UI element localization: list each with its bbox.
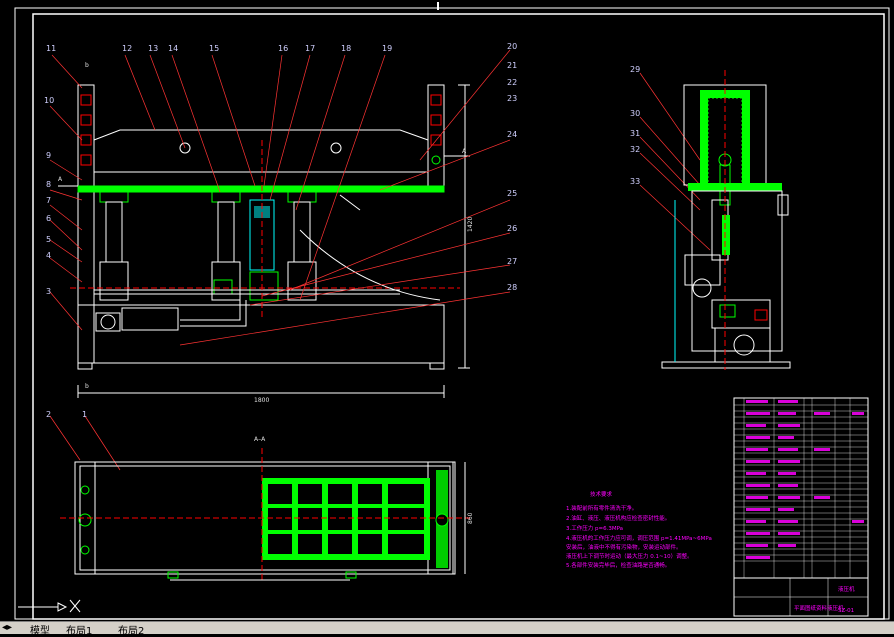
note-line-6: 液压机上下调节时运动（最大压力 0.1~10）调整。 xyxy=(566,552,693,560)
title-block-company: 平面图纸资料液压机 xyxy=(794,604,844,612)
title-block-code: SZ-01 xyxy=(838,608,854,614)
callout-14: 14 xyxy=(168,44,178,53)
section-mark-left: A xyxy=(58,176,63,183)
callout-8: 8 xyxy=(46,180,51,189)
callout-13: 13 xyxy=(148,44,158,53)
callout-31: 31 xyxy=(630,129,640,138)
note-line-1: 1.装配前所有零件清洗干净。 xyxy=(566,504,637,512)
inner-frame xyxy=(32,13,885,620)
callout-19: 19 xyxy=(382,44,392,53)
section-mark-right: A xyxy=(462,148,467,155)
front-view xyxy=(58,84,470,398)
callout-12: 12 xyxy=(122,44,132,53)
tab-layout-2[interactable]: 布局2 xyxy=(118,626,145,637)
callout-21: 21 xyxy=(507,61,517,70)
parts-list-table: 液压机 平面图纸资料液压机 SZ-01 xyxy=(733,397,869,617)
note-line-5: 安装后，油液中不得有污染物，安装运动部件。 xyxy=(566,543,682,551)
view-mark-b-bottom: b xyxy=(85,383,89,390)
outer-frame xyxy=(14,7,890,620)
callout-11: 11 xyxy=(46,44,56,53)
note-line-3: 3.工作压力 p=6.3MPa xyxy=(566,524,623,532)
callout-33: 33 xyxy=(630,177,640,186)
callout-15: 15 xyxy=(209,44,219,53)
callout-32: 32 xyxy=(630,145,640,154)
callout-29: 29 xyxy=(630,65,640,74)
ucs-icon xyxy=(18,599,81,613)
callout-4: 4 xyxy=(46,251,51,260)
callout-24: 24 xyxy=(507,130,517,139)
callout-16: 16 xyxy=(278,44,288,53)
plan-view xyxy=(60,448,470,581)
section-label: A–A xyxy=(254,436,266,443)
note-line-2: 2.油缸、液压、液压机构应检查密封性能。 xyxy=(566,514,670,522)
callout-28: 28 xyxy=(507,283,517,292)
callout-17: 17 xyxy=(305,44,315,53)
callout-7: 7 xyxy=(46,196,51,205)
callout-23: 23 xyxy=(507,94,517,103)
layout-tabs-bar: ◂▸ 模型 布局1 布局2 xyxy=(0,621,894,637)
callout-1: 1 xyxy=(82,410,87,419)
callout-20: 20 xyxy=(507,42,517,51)
note-line-7: 5.各部件安装完毕后，检查油路是否通畅。 xyxy=(566,561,670,569)
tab-nav-arrows[interactable]: ◂▸ xyxy=(2,622,13,633)
top-marker-icon xyxy=(437,2,439,10)
title-block-title: 液压机 xyxy=(838,585,855,593)
callout-3: 3 xyxy=(46,287,51,296)
callout-5: 5 xyxy=(46,235,51,244)
callout-26: 26 xyxy=(507,224,517,233)
leader-lines xyxy=(49,49,711,471)
technical-notes: 技术要求 1.装配前所有零件清洗干净。 2.油缸、液压、液压机构应检查密封性能。… xyxy=(566,490,712,569)
dim-overall-width: 1800 xyxy=(254,397,269,404)
side-view xyxy=(661,70,791,370)
callout-6: 6 xyxy=(46,214,51,223)
dim-height: 1420 xyxy=(467,217,474,232)
callout-25: 25 xyxy=(507,189,517,198)
callout-10: 10 xyxy=(44,96,54,105)
callout-2: 2 xyxy=(46,410,51,419)
callout-9: 9 xyxy=(46,151,51,160)
callout-30: 30 xyxy=(630,109,640,118)
dim-bottom-depth: 860 xyxy=(467,512,474,524)
callout-18: 18 xyxy=(341,44,351,53)
callout-22: 22 xyxy=(507,78,517,87)
view-mark-b-top: b xyxy=(85,62,89,69)
callout-labels: 11 10 9 8 7 6 5 4 3 12 13 14 15 16 17 18… xyxy=(44,42,640,419)
tab-model[interactable]: 模型 xyxy=(30,626,50,637)
tab-layout-1[interactable]: 布局1 xyxy=(66,626,93,637)
notes-title: 技术要求 xyxy=(590,490,613,498)
note-line-4: 4.液压机的工作压力应可调，调压范围 p=1.41MPa~6MPa xyxy=(566,534,712,542)
callout-27: 27 xyxy=(507,257,517,266)
